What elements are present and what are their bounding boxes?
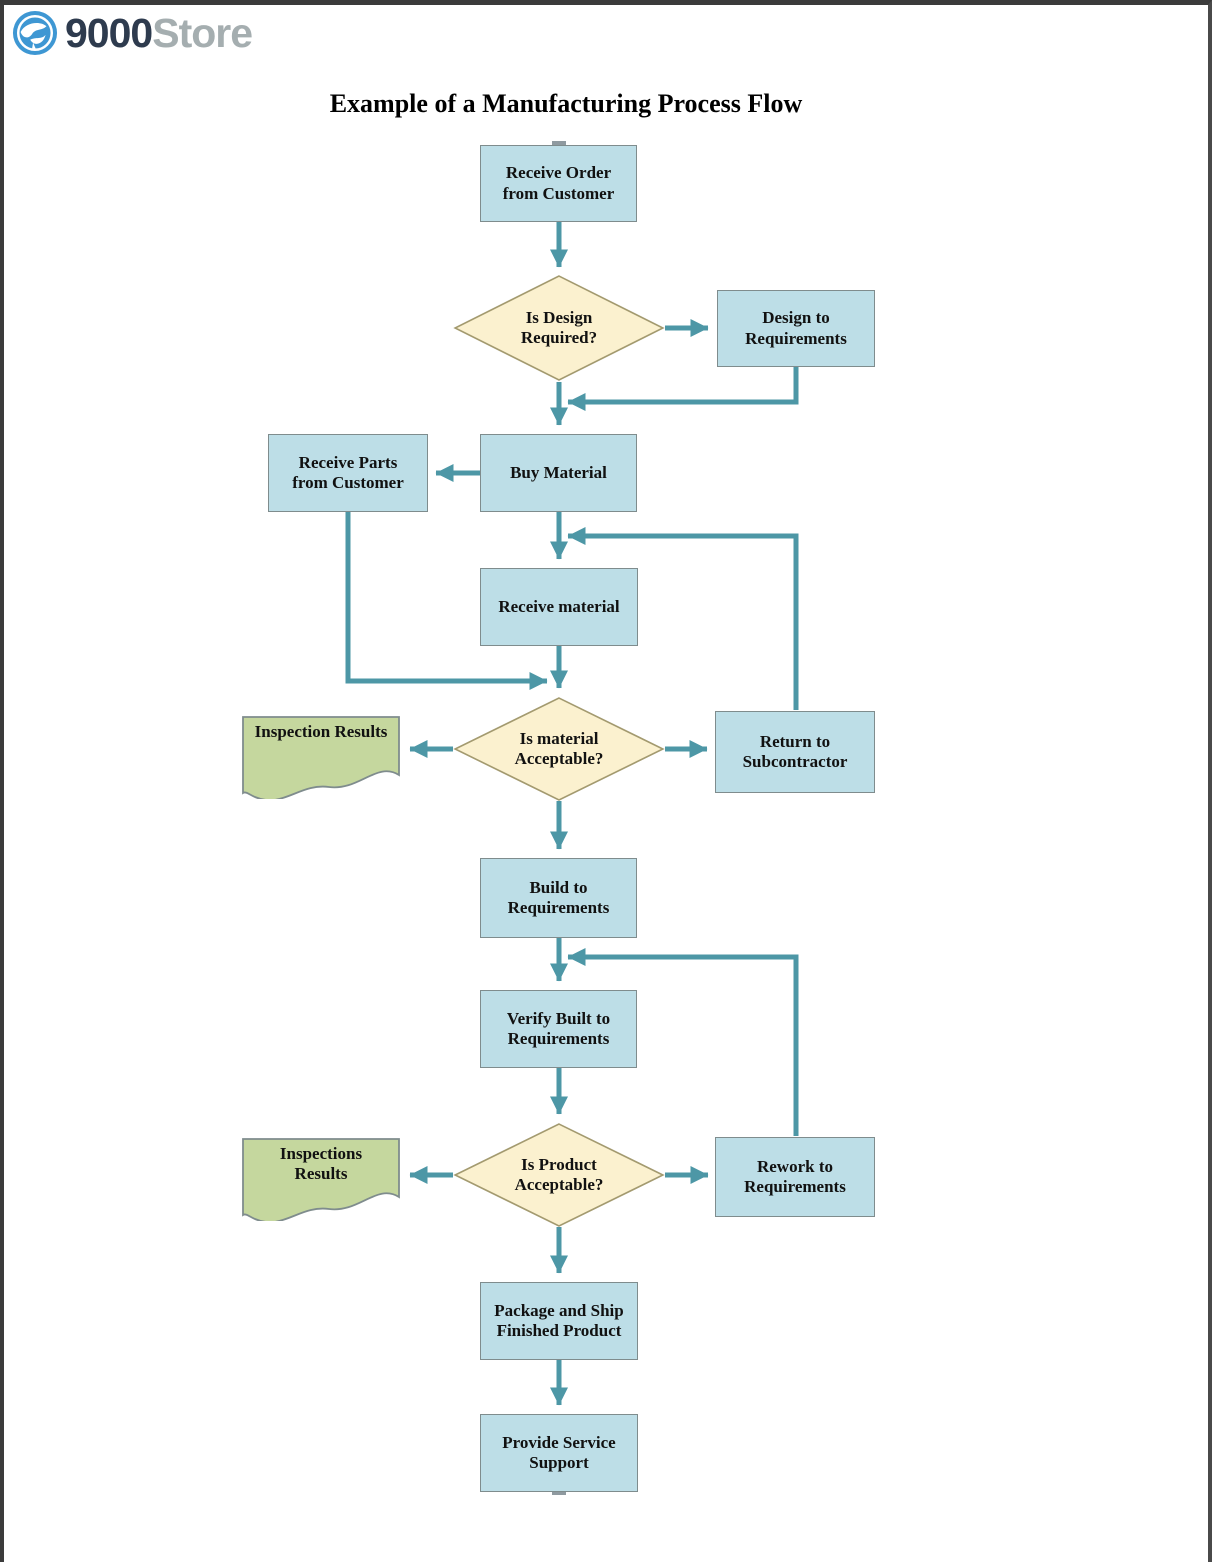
- node-is-design-required: Is Design Required?: [453, 275, 665, 381]
- node-label: Return to Subcontractor: [742, 731, 848, 771]
- node-receive-order: Receive Order from Customer: [480, 145, 637, 222]
- node-receive-parts: Receive Parts from Customer: [268, 434, 428, 512]
- node-rework-to-requirements: Rework to Requirements: [715, 1137, 875, 1217]
- connector-design-return: [567, 367, 799, 411]
- connector-stub-bottom: [552, 1491, 566, 1495]
- node-label: Inspections Results: [279, 1144, 363, 1184]
- header: 9000Store: [12, 9, 253, 56]
- connector-stub-top: [552, 141, 566, 145]
- node-is-material-acceptable: Is material Acceptable?: [453, 697, 665, 801]
- node-label: Is Design Required?: [520, 307, 598, 347]
- node-label: Inspection Results: [254, 722, 388, 741]
- logo-text-store: Store: [152, 9, 253, 56]
- node-receive-material: Receive material: [480, 568, 638, 646]
- node-label: Rework to Requirements: [744, 1156, 846, 1196]
- node-label: Build to Requirements: [507, 877, 610, 917]
- node-label: Receive material: [498, 596, 620, 616]
- node-is-product-acceptable: Is Product Acceptable?: [453, 1123, 665, 1227]
- node-label: Buy Material: [510, 462, 607, 482]
- node-package-and-ship: Package and Ship Finished Product: [480, 1282, 638, 1360]
- node-build-to-requirements: Build to Requirements: [480, 858, 637, 938]
- node-label: Provide Service Support: [502, 1432, 616, 1472]
- logo-text-9000: 9000: [65, 9, 153, 56]
- node-provide-service-support: Provide Service Support: [480, 1414, 638, 1492]
- connector-rework-feedback: [567, 947, 799, 1136]
- flow-connectors: [345, 141, 799, 1495]
- flowchart-canvas: Receive Order from Customer Is Design Re…: [4, 5, 1208, 1562]
- connector-subcontractor-feedback: [567, 526, 799, 710]
- node-label: Receive Order from Customer: [502, 163, 615, 203]
- node-verify-built-to-requirements: Verify Built to Requirements: [480, 990, 637, 1068]
- node-label: Receive Parts from Customer: [292, 452, 404, 492]
- page-title: Example of a Manufacturing Process Flow: [329, 89, 803, 118]
- node-inspections-results: Inspections Results: [241, 1137, 401, 1221]
- node-label: Verify Built to Requirements: [506, 1008, 611, 1048]
- node-label: Design to Requirements: [745, 308, 847, 348]
- connector-parts-to-material-decision: [345, 512, 548, 691]
- node-label: Is Product Acceptable?: [514, 1154, 604, 1194]
- node-buy-material: Buy Material: [480, 434, 637, 512]
- node-design-to-requirements: Design to Requirements: [717, 290, 875, 367]
- node-return-to-subcontractor: Return to Subcontractor: [715, 711, 875, 793]
- globe-icon[interactable]: [12, 10, 58, 56]
- node-label: Package and Ship Finished Product: [494, 1300, 624, 1340]
- node-inspection-results: Inspection Results: [241, 715, 401, 799]
- node-label: Is material Acceptable?: [514, 728, 604, 768]
- logo-text[interactable]: 9000Store: [65, 9, 253, 56]
